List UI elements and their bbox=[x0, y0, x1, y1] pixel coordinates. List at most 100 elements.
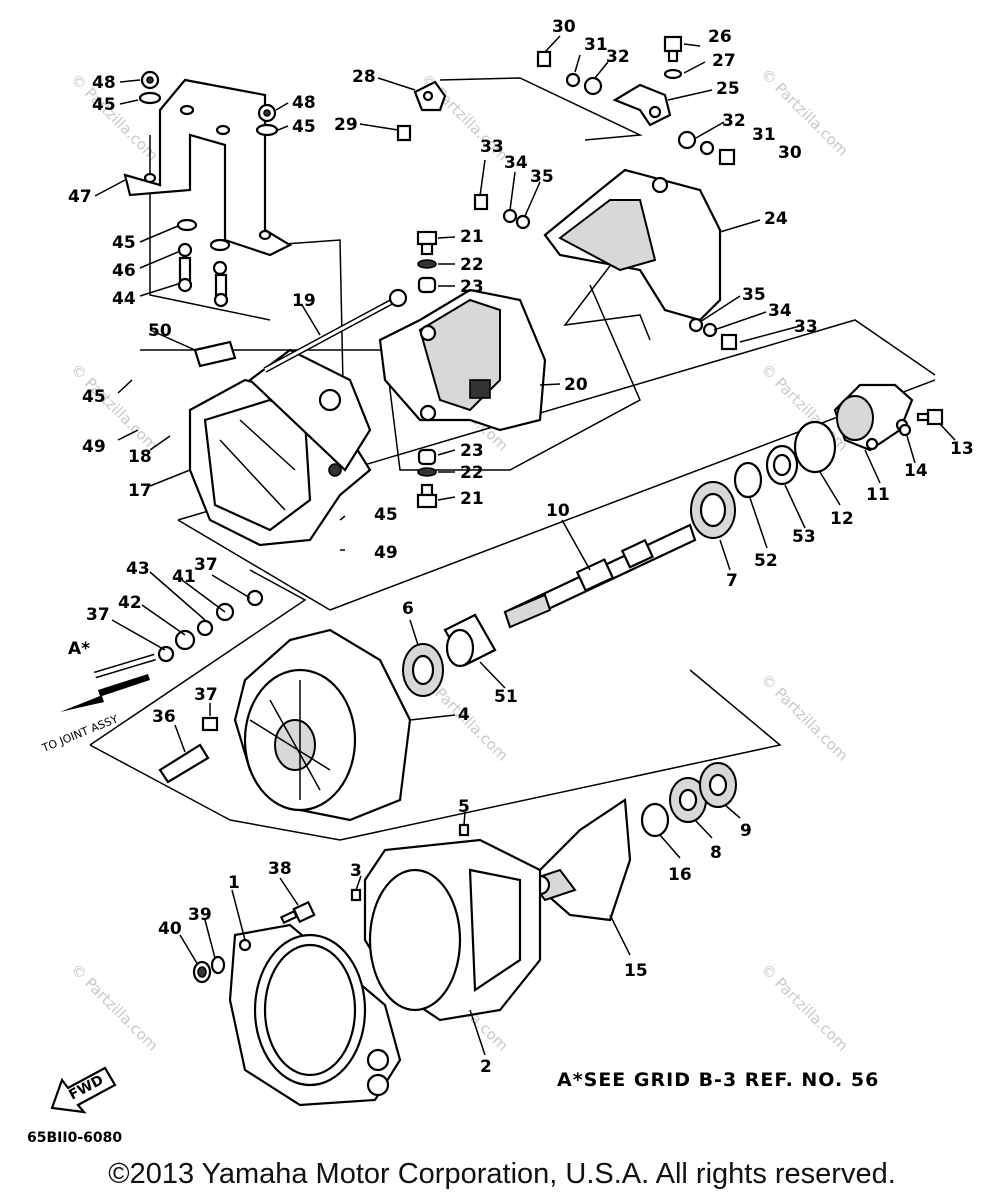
callout-45: 45 bbox=[112, 233, 136, 253]
o-ring-12 bbox=[793, 420, 837, 474]
callout-47: 47 bbox=[68, 187, 92, 207]
callout-12: 12 bbox=[830, 509, 854, 529]
washer-16 bbox=[640, 802, 670, 838]
callout-22: 22 bbox=[460, 255, 484, 275]
callout-31: 31 bbox=[584, 35, 608, 55]
fasteners-upper-right bbox=[396, 35, 738, 351]
callout-27: 27 bbox=[712, 51, 736, 71]
callout-20: 20 bbox=[564, 375, 588, 395]
callout-16: 16 bbox=[668, 865, 692, 885]
callout-18: 18 bbox=[128, 447, 152, 467]
callout-14: 14 bbox=[904, 461, 928, 481]
callout-43: 43 bbox=[126, 559, 150, 579]
callout-45: 45 bbox=[82, 387, 106, 407]
nut-40 bbox=[192, 960, 212, 984]
callout-3: 3 bbox=[350, 861, 362, 881]
leader-lines bbox=[94, 35, 956, 1056]
housing-17 bbox=[188, 348, 372, 547]
callout-35: 35 bbox=[742, 285, 766, 305]
fastener-stack-21-23 bbox=[416, 230, 438, 509]
deflector-24 bbox=[543, 168, 722, 322]
callout-10: 10 bbox=[546, 501, 570, 521]
callout-45: 45 bbox=[292, 117, 316, 137]
callout-26: 26 bbox=[708, 27, 732, 47]
bearing-6 bbox=[402, 643, 444, 697]
fasteners-left bbox=[93, 589, 264, 784]
seal-9 bbox=[699, 762, 737, 808]
callout-38: 38 bbox=[268, 859, 292, 879]
callout-49: 49 bbox=[82, 437, 106, 457]
shaft-10 bbox=[503, 523, 697, 629]
grid-reference-note: A*SEE GRID B-3 REF. NO. 56 bbox=[557, 1069, 879, 1091]
housing-4 bbox=[233, 628, 412, 822]
cap-11 bbox=[833, 383, 914, 452]
callout-13: 13 bbox=[950, 439, 974, 459]
impeller-15 bbox=[528, 798, 632, 922]
callout-42: 42 bbox=[118, 593, 142, 613]
bolt-13 bbox=[916, 408, 944, 426]
callout-2: 2 bbox=[480, 1057, 492, 1077]
watermark: © Partzilla.com bbox=[67, 960, 162, 1055]
callout-19: 19 bbox=[292, 291, 316, 311]
callout-36: 36 bbox=[152, 707, 176, 727]
callout-23: 23 bbox=[460, 277, 484, 297]
bearing-7 bbox=[690, 481, 736, 539]
washer-14 bbox=[898, 423, 912, 437]
callout-25: 25 bbox=[716, 79, 740, 99]
callout-4: 4 bbox=[458, 705, 470, 725]
spacer-52 bbox=[733, 461, 763, 499]
callout-6: 6 bbox=[402, 599, 414, 619]
collar-53 bbox=[765, 444, 799, 486]
callout-a: A* bbox=[68, 639, 90, 659]
bolt-38 bbox=[279, 900, 316, 925]
callout-37: 37 bbox=[86, 605, 110, 625]
bolt-19 bbox=[263, 288, 408, 373]
callout-31: 31 bbox=[752, 125, 776, 145]
callout-44: 44 bbox=[112, 289, 136, 309]
callout-45: 45 bbox=[92, 95, 116, 115]
callout-51: 51 bbox=[494, 687, 518, 707]
callout-37: 37 bbox=[194, 555, 218, 575]
callout-33: 33 bbox=[794, 317, 818, 337]
callout-48: 48 bbox=[92, 73, 116, 93]
callout-34: 34 bbox=[504, 153, 528, 173]
callout-21: 21 bbox=[460, 489, 484, 509]
watermark: © Partzilla.com bbox=[757, 670, 852, 765]
callout-24: 24 bbox=[764, 209, 788, 229]
sleeve-51 bbox=[443, 613, 497, 668]
callout-labels: 48 45 48 45 47 45 46 44 28 29 30 31 32 2… bbox=[68, 17, 974, 1077]
to-joint-arrow: TO JOINT ASSY bbox=[39, 674, 150, 755]
callout-1: 1 bbox=[228, 873, 240, 893]
housing-2 bbox=[363, 838, 542, 1022]
callout-41: 41 bbox=[172, 567, 196, 587]
callout-48: 48 bbox=[292, 93, 316, 113]
bracket-28 bbox=[413, 80, 447, 112]
callout-52: 52 bbox=[754, 551, 778, 571]
drawing-code: 65BII0-6080 bbox=[27, 1130, 122, 1146]
callout-22: 22 bbox=[460, 463, 484, 483]
washer-39 bbox=[210, 955, 226, 975]
pin-5 bbox=[458, 823, 470, 837]
callout-53: 53 bbox=[792, 527, 816, 547]
callout-30: 30 bbox=[552, 17, 576, 37]
callout-8: 8 bbox=[710, 843, 722, 863]
fasteners-upper-left bbox=[138, 70, 279, 308]
callout-37: 37 bbox=[194, 685, 218, 705]
fwd-arrow-icon: FWD bbox=[50, 1066, 117, 1114]
callout-32: 32 bbox=[722, 111, 746, 131]
copyright-text: ©2013 Yamaha Motor Corporation, U.S.A. A… bbox=[108, 1158, 896, 1190]
group-outlines bbox=[89, 77, 936, 841]
watermark: © Partzilla.com bbox=[757, 65, 852, 160]
callout-34: 34 bbox=[768, 301, 792, 321]
callout-30: 30 bbox=[778, 143, 802, 163]
callout-21: 21 bbox=[460, 227, 484, 247]
callout-11: 11 bbox=[866, 485, 890, 505]
callout-17: 17 bbox=[128, 481, 152, 501]
clip-50 bbox=[193, 340, 237, 368]
callout-50: 50 bbox=[148, 321, 172, 341]
callout-45: 45 bbox=[374, 505, 398, 525]
bracket-47 bbox=[123, 78, 293, 257]
callout-23: 23 bbox=[460, 441, 484, 461]
callout-29: 29 bbox=[334, 115, 358, 135]
callout-39: 39 bbox=[188, 905, 212, 925]
